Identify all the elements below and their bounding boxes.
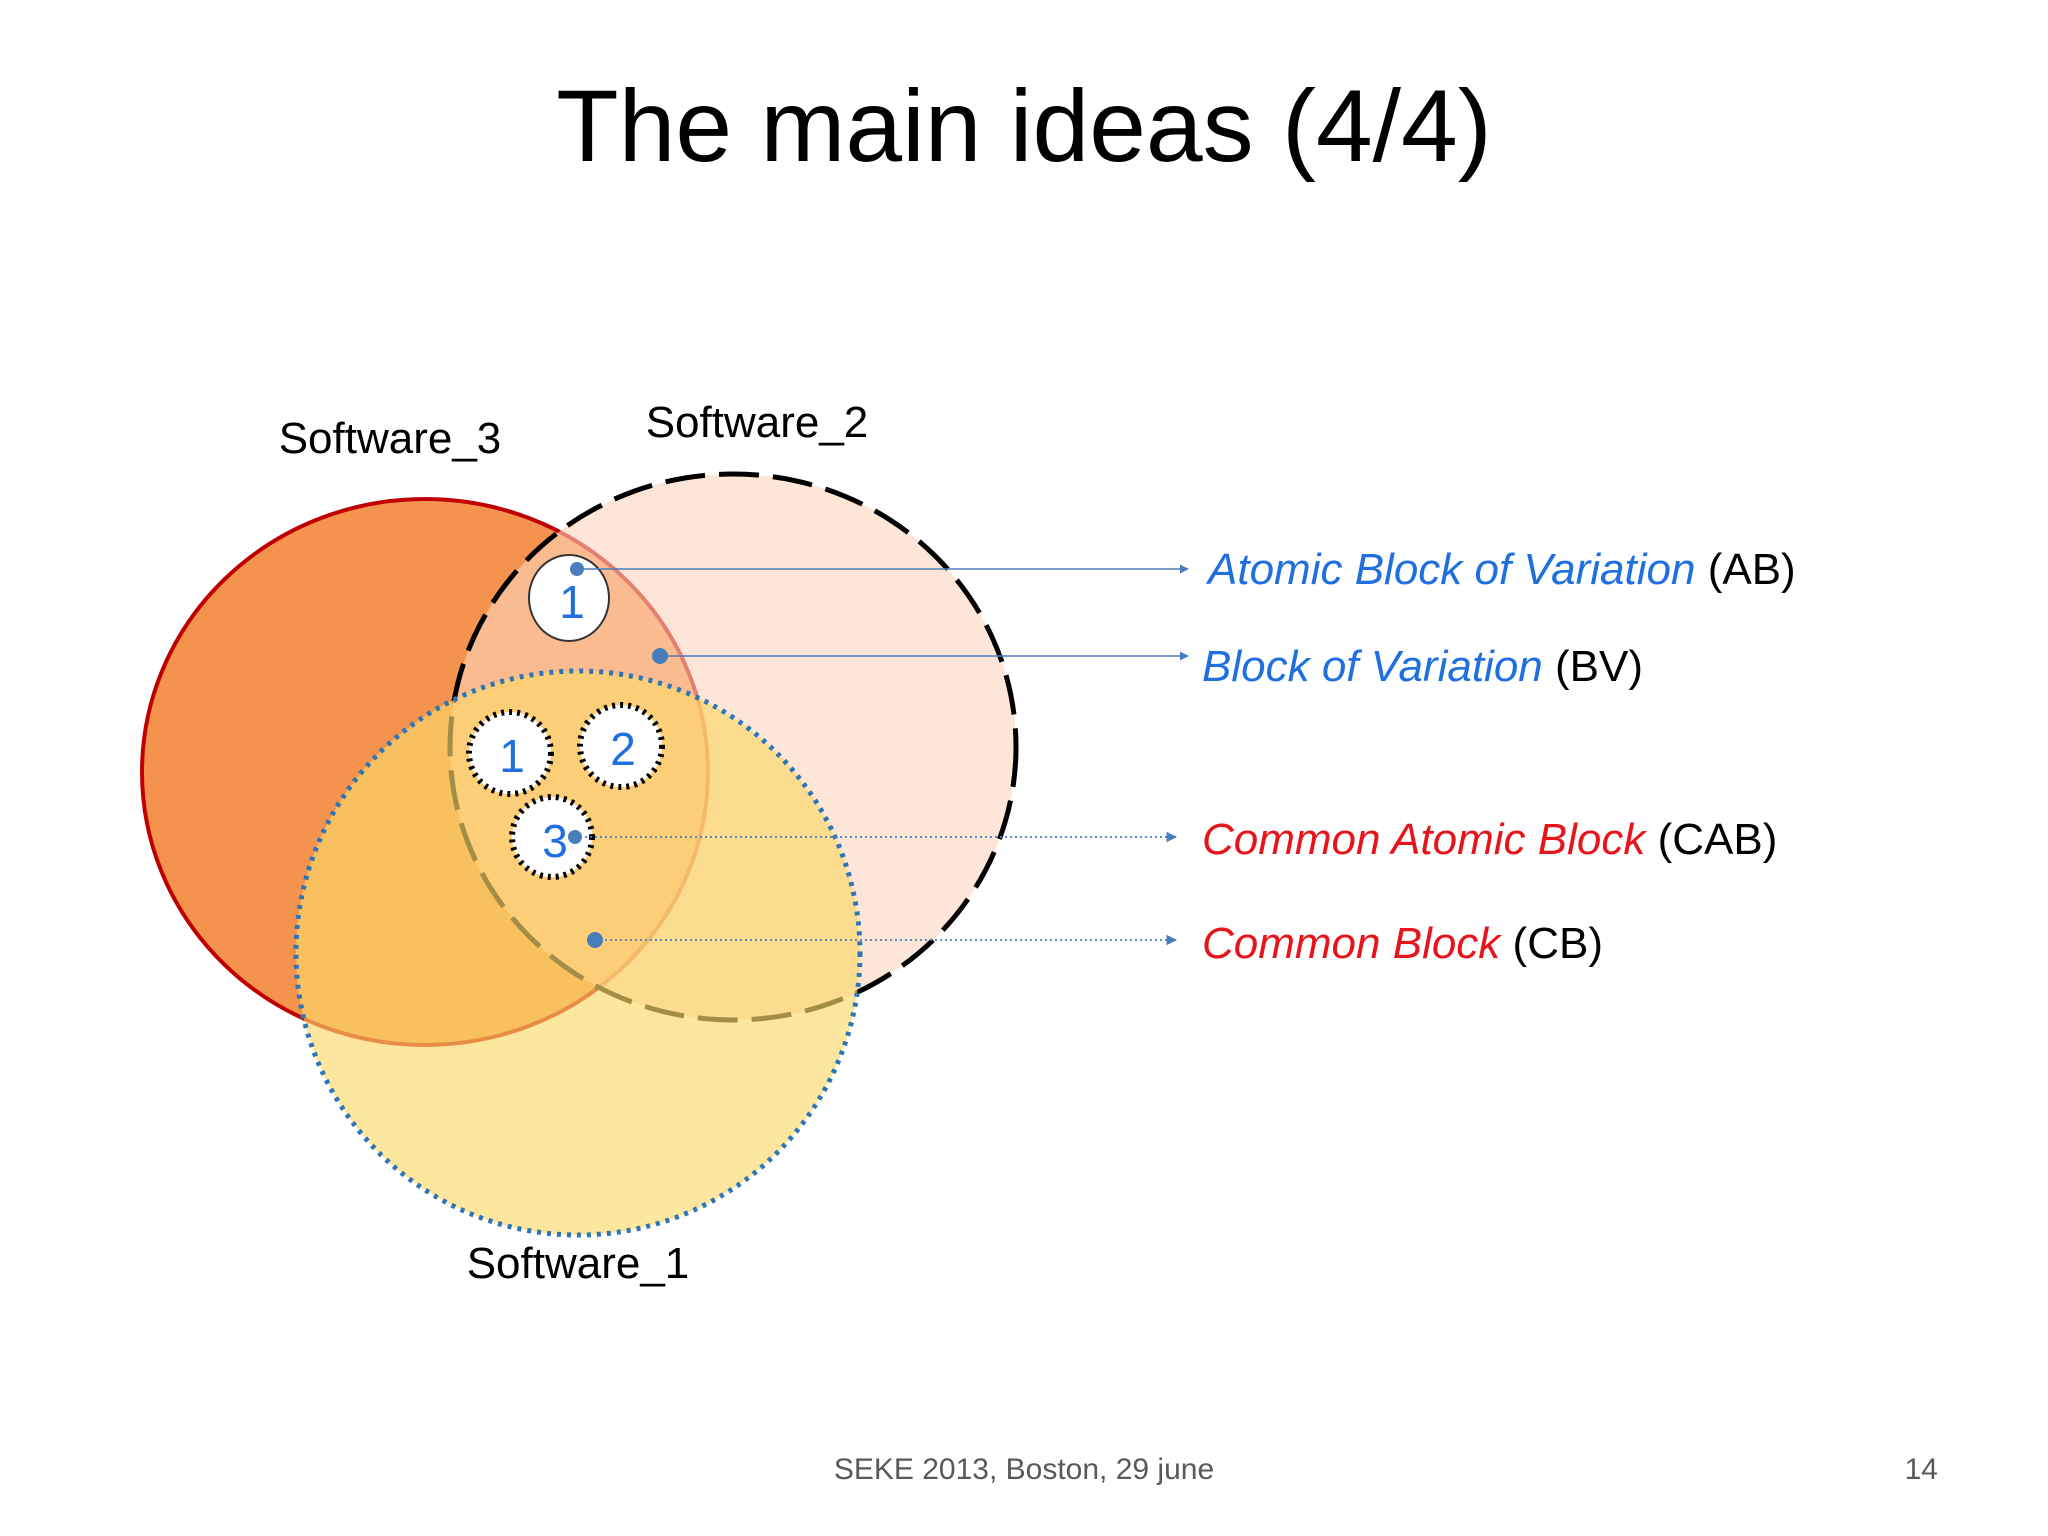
- common-atomic-block-2: [577, 702, 665, 790]
- bv-legend: Block of Variation (BV): [1202, 642, 1643, 691]
- bv-legend-term: Block of Variation: [1202, 642, 1543, 691]
- common-atomic-block-1-number: 1: [499, 730, 525, 782]
- ab-legend: Atomic Block of Variation (AB): [1205, 545, 1796, 594]
- common-atomic-block-2-number: 2: [610, 723, 636, 775]
- slide-footer: SEKE 2013, Boston, 29 june: [833, 1453, 1215, 1486]
- cab-pointer-dot: [568, 830, 582, 844]
- atomic-block-number: 1: [559, 576, 585, 628]
- software-3-label: Software_3: [279, 414, 502, 463]
- cab-legend-term: Common Atomic Block: [1202, 815, 1647, 864]
- cab-legend: Common Atomic Block (CAB): [1202, 815, 1777, 864]
- ab-pointer-dot: [570, 562, 584, 576]
- ab-legend-term: Atomic Block of Variation: [1205, 545, 1695, 594]
- ab-legend-abbr: (AB): [1695, 545, 1795, 594]
- cab-legend-abbr: (CAB): [1645, 815, 1777, 864]
- cb-legend-abbr: (CB): [1500, 919, 1603, 968]
- common-atomic-block-1: [466, 709, 554, 797]
- bv-pointer-dot: [652, 648, 668, 664]
- software-2-label: Software_2: [646, 398, 869, 447]
- atomic-block-circle: [528, 554, 610, 642]
- cb-legend-term: Common Block: [1202, 919, 1502, 968]
- bv-legend-abbr: (BV): [1543, 642, 1643, 691]
- slide-page-number: 14: [1904, 1453, 1938, 1486]
- cb-pointer-dot: [587, 932, 603, 948]
- common-atomic-block-3-number: 3: [542, 815, 568, 867]
- slide-title: The main ideas (4/4): [556, 69, 1492, 183]
- cb-legend: Common Block (CB): [1202, 919, 1603, 968]
- software-1-circle: [293, 668, 863, 1238]
- software-1-label: Software_1: [467, 1239, 690, 1288]
